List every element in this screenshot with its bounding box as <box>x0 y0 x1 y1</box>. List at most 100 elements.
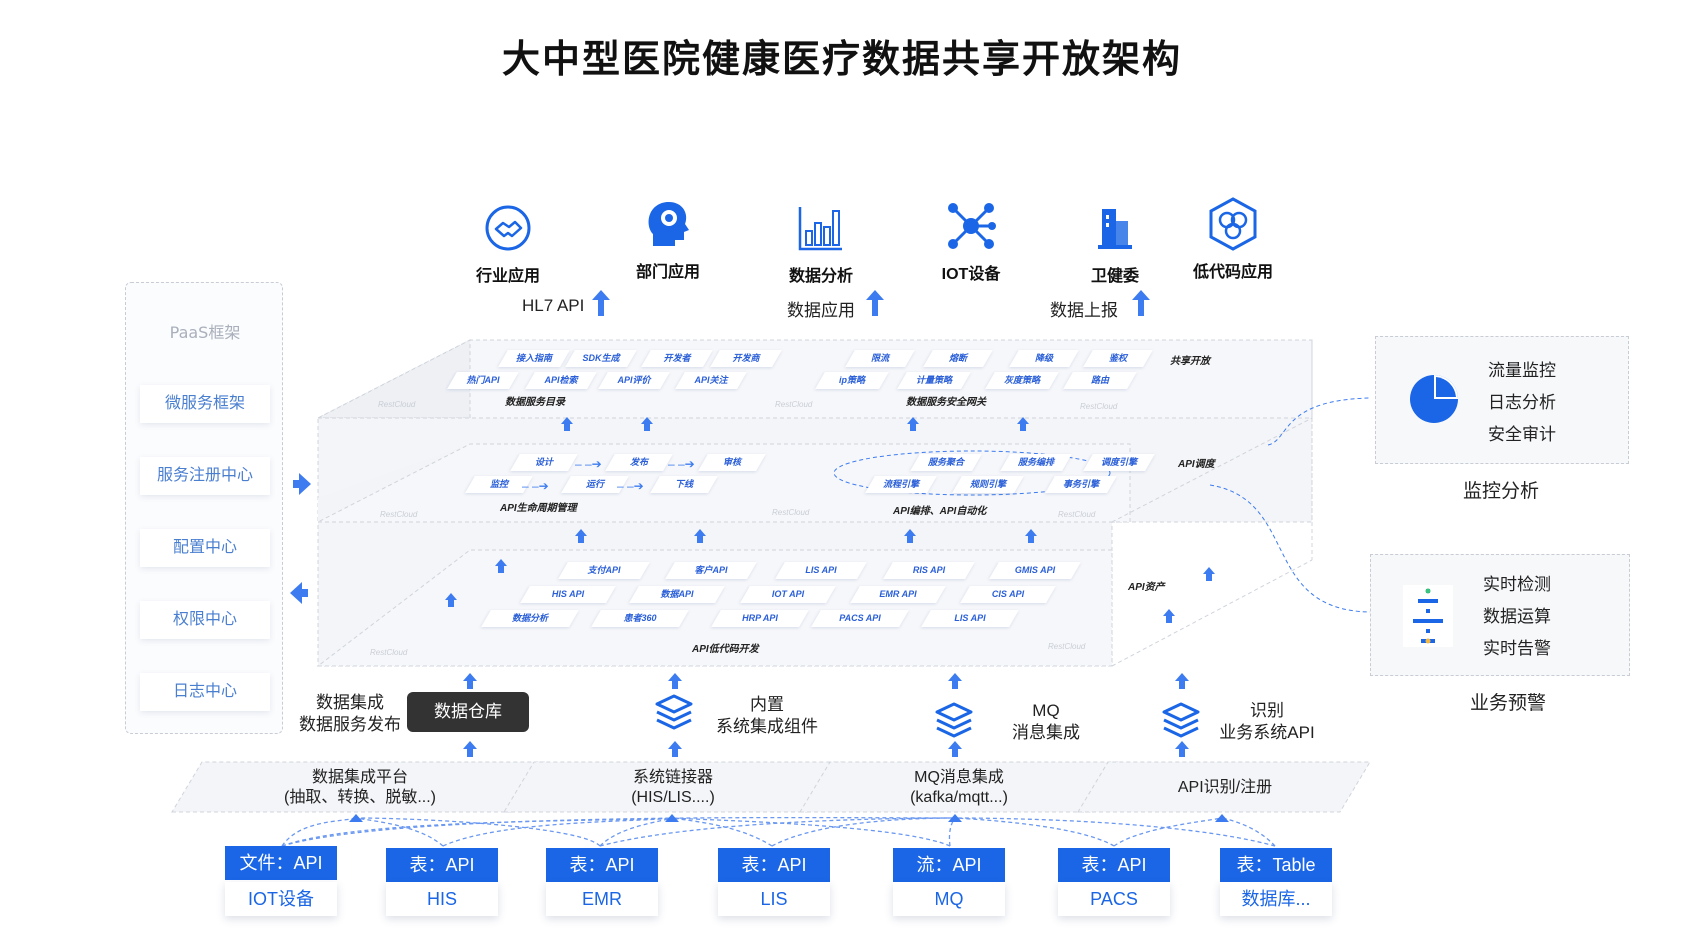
platform-data-integration: 数据集成平台 (抽取、转换、脱敏...) <box>260 768 460 808</box>
watermark: RestCloud <box>1080 402 1118 411</box>
platform-title: MQ消息集成 <box>914 769 1004 786</box>
recognize-line1: 识别 <box>1250 701 1284 720</box>
tag-design: 设计 <box>510 454 578 471</box>
app-lowcode: 低代码应用 <box>1168 196 1298 282</box>
platform-subtitle: (抽取、转换、脱敏...) <box>284 789 436 806</box>
app-label: IOT设备 <box>941 266 1001 283</box>
paas-panel: PaaS框架 微服务框架 服务注册中心 配置中心 权限中心 日志中心 <box>125 282 283 734</box>
up-arrow-icon <box>1132 290 1150 316</box>
tag-review: 审核 <box>698 454 766 471</box>
tag-service-aggregation: 服务聚合 <box>910 454 982 471</box>
tag-api: 数据分析 <box>481 610 579 627</box>
tag-gray-policy: 灰度策略 <box>985 372 1059 389</box>
tag-schedule-engine: 调度引擎 <box>1083 454 1155 471</box>
pie-chart-icon <box>1408 373 1460 430</box>
tag-access-guide: 接入指南 <box>498 350 570 367</box>
tag-offline: 下线 <box>650 476 718 493</box>
tag-api: CIS API <box>960 586 1056 603</box>
app-label: 数据分析 <box>788 268 853 285</box>
app-department: 部门应用 <box>603 196 733 282</box>
tag-auth: 鉴权 <box>1083 350 1153 367</box>
building-icon <box>1087 200 1143 256</box>
flow-arrow-icon: – –➔ <box>668 457 695 471</box>
tag-api: LIS API <box>921 610 1019 627</box>
monitor-item-log: 日志分析 <box>1488 393 1556 412</box>
source-type: 表：API <box>718 848 830 882</box>
mq-line2: 消息集成 <box>1012 723 1080 742</box>
tag-metering-policy: 计量策略 <box>897 372 971 389</box>
page-title: 大中型医院健康医疗数据共享开放架构 <box>501 39 1182 81</box>
hl7-api-label: HL7 API <box>522 296 585 315</box>
source-name[interactable]: EMR <box>546 882 658 916</box>
platform-subtitle: (kafka/mqtt...) <box>910 789 1008 806</box>
tag-routing: 路由 <box>1063 372 1137 389</box>
tag-api: LIS API <box>775 562 867 579</box>
monitor-panel: 流量监控 日志分析 安全审计 <box>1375 336 1629 464</box>
app-iot: IOT设备 <box>906 198 1036 284</box>
tag-degrade: 降级 <box>1009 350 1079 367</box>
alert-item-detect: 实时检测 <box>1483 575 1551 594</box>
source-type: 文件：API <box>225 846 337 880</box>
mq-line1: MQ <box>1032 701 1060 720</box>
head-gear-icon <box>640 196 696 252</box>
watermark: RestCloud <box>370 648 408 657</box>
source-type: 表：API <box>546 848 658 882</box>
paas-title: PaaS框架 <box>169 323 241 342</box>
source-type: 表：API <box>1058 848 1170 882</box>
tag-ip-policy: ip策略 <box>815 372 889 389</box>
integration-line2: 数据服务发布 <box>299 715 401 734</box>
tag-service-orchestration: 服务编排 <box>1000 454 1072 471</box>
tag-api: 数据API <box>629 586 725 603</box>
source-name[interactable]: MQ <box>893 882 1005 916</box>
handshake-icon <box>480 200 536 256</box>
caption-api-assets: API资产 <box>1128 582 1165 593</box>
monitor-item-audit: 安全审计 <box>1488 425 1556 444</box>
watermark: RestCloud <box>772 508 810 517</box>
paas-item-microservice[interactable]: 微服务框架 <box>140 385 270 423</box>
recognize-label: 识别 业务系统API <box>1212 700 1322 744</box>
tag-rate-limit: 限流 <box>845 350 915 367</box>
tag-hot-api: 热门API <box>447 372 519 389</box>
flow-arrow-icon: – –➔ <box>617 479 644 493</box>
app-industry: 行业应用 <box>443 200 573 286</box>
tag-api-search: API检索 <box>525 372 597 389</box>
source-name[interactable]: LIS <box>718 882 830 916</box>
alert-panel: 实时检测 数据运算 实时告警 <box>1370 554 1630 676</box>
caption-lifecycle: API生命周期管理 <box>500 503 577 514</box>
app-label: 部门应用 <box>635 264 700 281</box>
hexagon-cluster-icon <box>1205 196 1261 252</box>
paas-item-permission[interactable]: 权限中心 <box>140 601 270 639</box>
source-name[interactable]: PACS <box>1058 882 1170 916</box>
builtin-label: 内置 系统集成组件 <box>708 694 826 738</box>
builtin-line1: 内置 <box>750 695 784 714</box>
tag-api-follow: API关注 <box>675 372 747 389</box>
monitor-caption: 监控分析 <box>1463 481 1540 502</box>
tag-api: HIS API <box>520 586 616 603</box>
alert-item-compute: 数据运算 <box>1483 607 1551 626</box>
caption-service-catalog: 数据服务目录 <box>505 397 565 408</box>
app-health-commission: 卫健委 <box>1050 200 1180 286</box>
timeline-icon <box>1403 585 1453 647</box>
tag-vendor: 开发商 <box>710 350 782 367</box>
tag-developer: 开发者 <box>641 350 713 367</box>
paas-item-config[interactable]: 配置中心 <box>140 529 270 567</box>
monitor-item-traffic: 流量监控 <box>1488 361 1556 380</box>
source-name[interactable]: HIS <box>386 882 498 916</box>
integration-line1: 数据集成 <box>316 693 384 712</box>
alert-caption: 业务预警 <box>1470 693 1547 714</box>
paas-item-log[interactable]: 日志中心 <box>140 673 270 711</box>
data-warehouse-button[interactable]: 数据仓库 <box>407 692 529 732</box>
tag-api-rating: API评价 <box>598 372 670 389</box>
watermark: RestCloud <box>378 400 416 409</box>
caption-orchestration: API编排、API自动化 <box>893 506 987 517</box>
platform-title: 数据集成平台 <box>311 769 408 786</box>
tag-api: 患者360 <box>591 610 689 627</box>
paas-item-registry[interactable]: 服务注册中心 <box>140 457 270 495</box>
tag-process-engine: 流程引擎 <box>865 476 937 493</box>
caption-shared-open: 共享开放 <box>1170 356 1210 367</box>
source-name[interactable]: 数据库... <box>1220 882 1332 916</box>
watermark: RestCloud <box>380 510 418 519</box>
source-name[interactable]: IOT设备 <box>225 882 337 916</box>
tag-sdk: SDK生成 <box>565 350 637 367</box>
